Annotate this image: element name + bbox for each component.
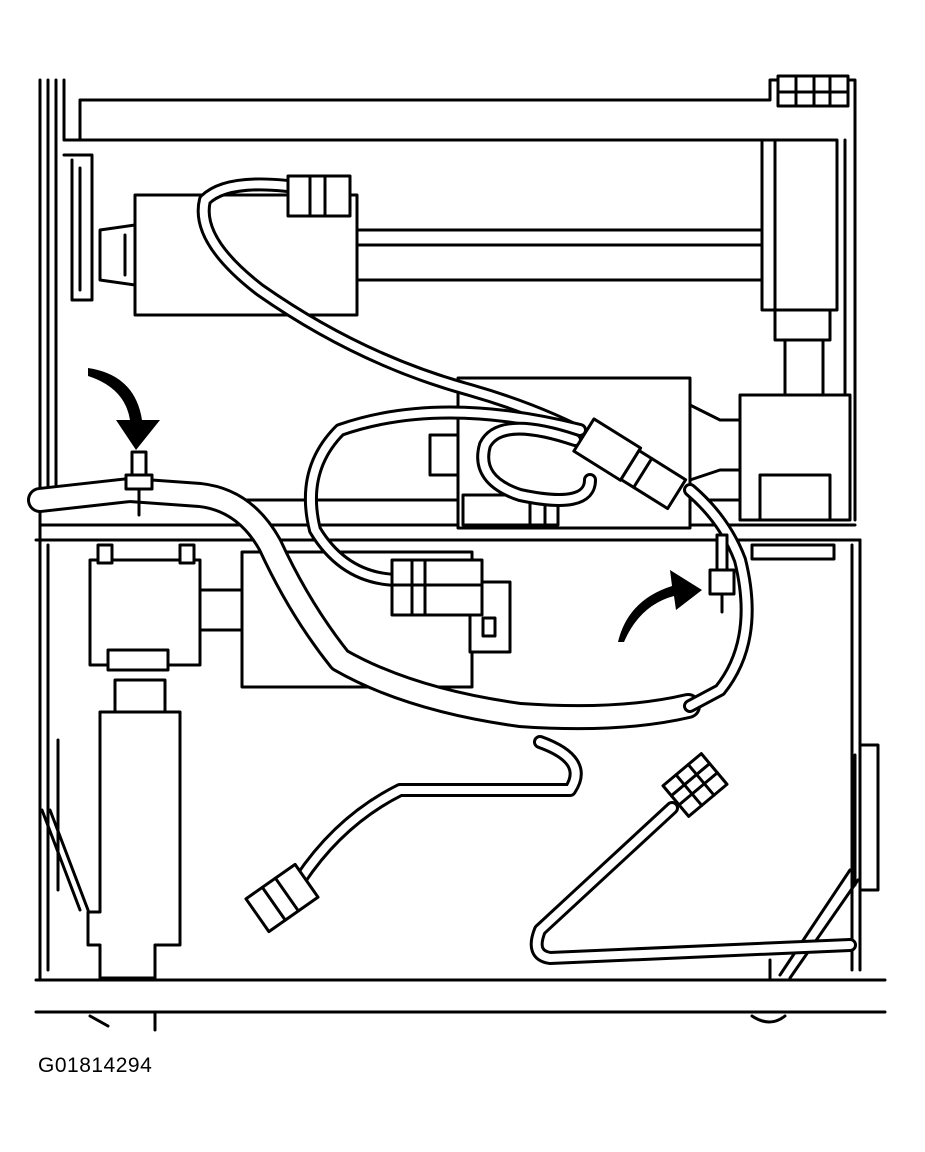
connector-top bbox=[286, 174, 352, 218]
sensor-upper bbox=[124, 450, 154, 517]
housing-floor bbox=[34, 958, 887, 1032]
lower-left-wall bbox=[40, 543, 90, 972]
sensor-lower bbox=[708, 533, 736, 614]
connector-lower-right bbox=[661, 752, 729, 818]
connectors bbox=[244, 174, 729, 934]
wire-harness bbox=[196, 177, 857, 965]
curved-arrow-icon bbox=[88, 368, 160, 450]
lower-right-wall bbox=[778, 743, 880, 980]
figure-caption: G01814294 bbox=[38, 1054, 153, 1077]
wiring-diagram bbox=[27, 74, 887, 1032]
connector-middle bbox=[390, 558, 484, 617]
connector-motor bbox=[572, 417, 688, 511]
curved-arrow-icon bbox=[618, 570, 702, 642]
upper-actuator bbox=[98, 138, 839, 397]
connector-lower-left bbox=[244, 862, 320, 934]
housing-frame bbox=[38, 74, 857, 982]
main-harness-bundle bbox=[27, 477, 701, 731]
